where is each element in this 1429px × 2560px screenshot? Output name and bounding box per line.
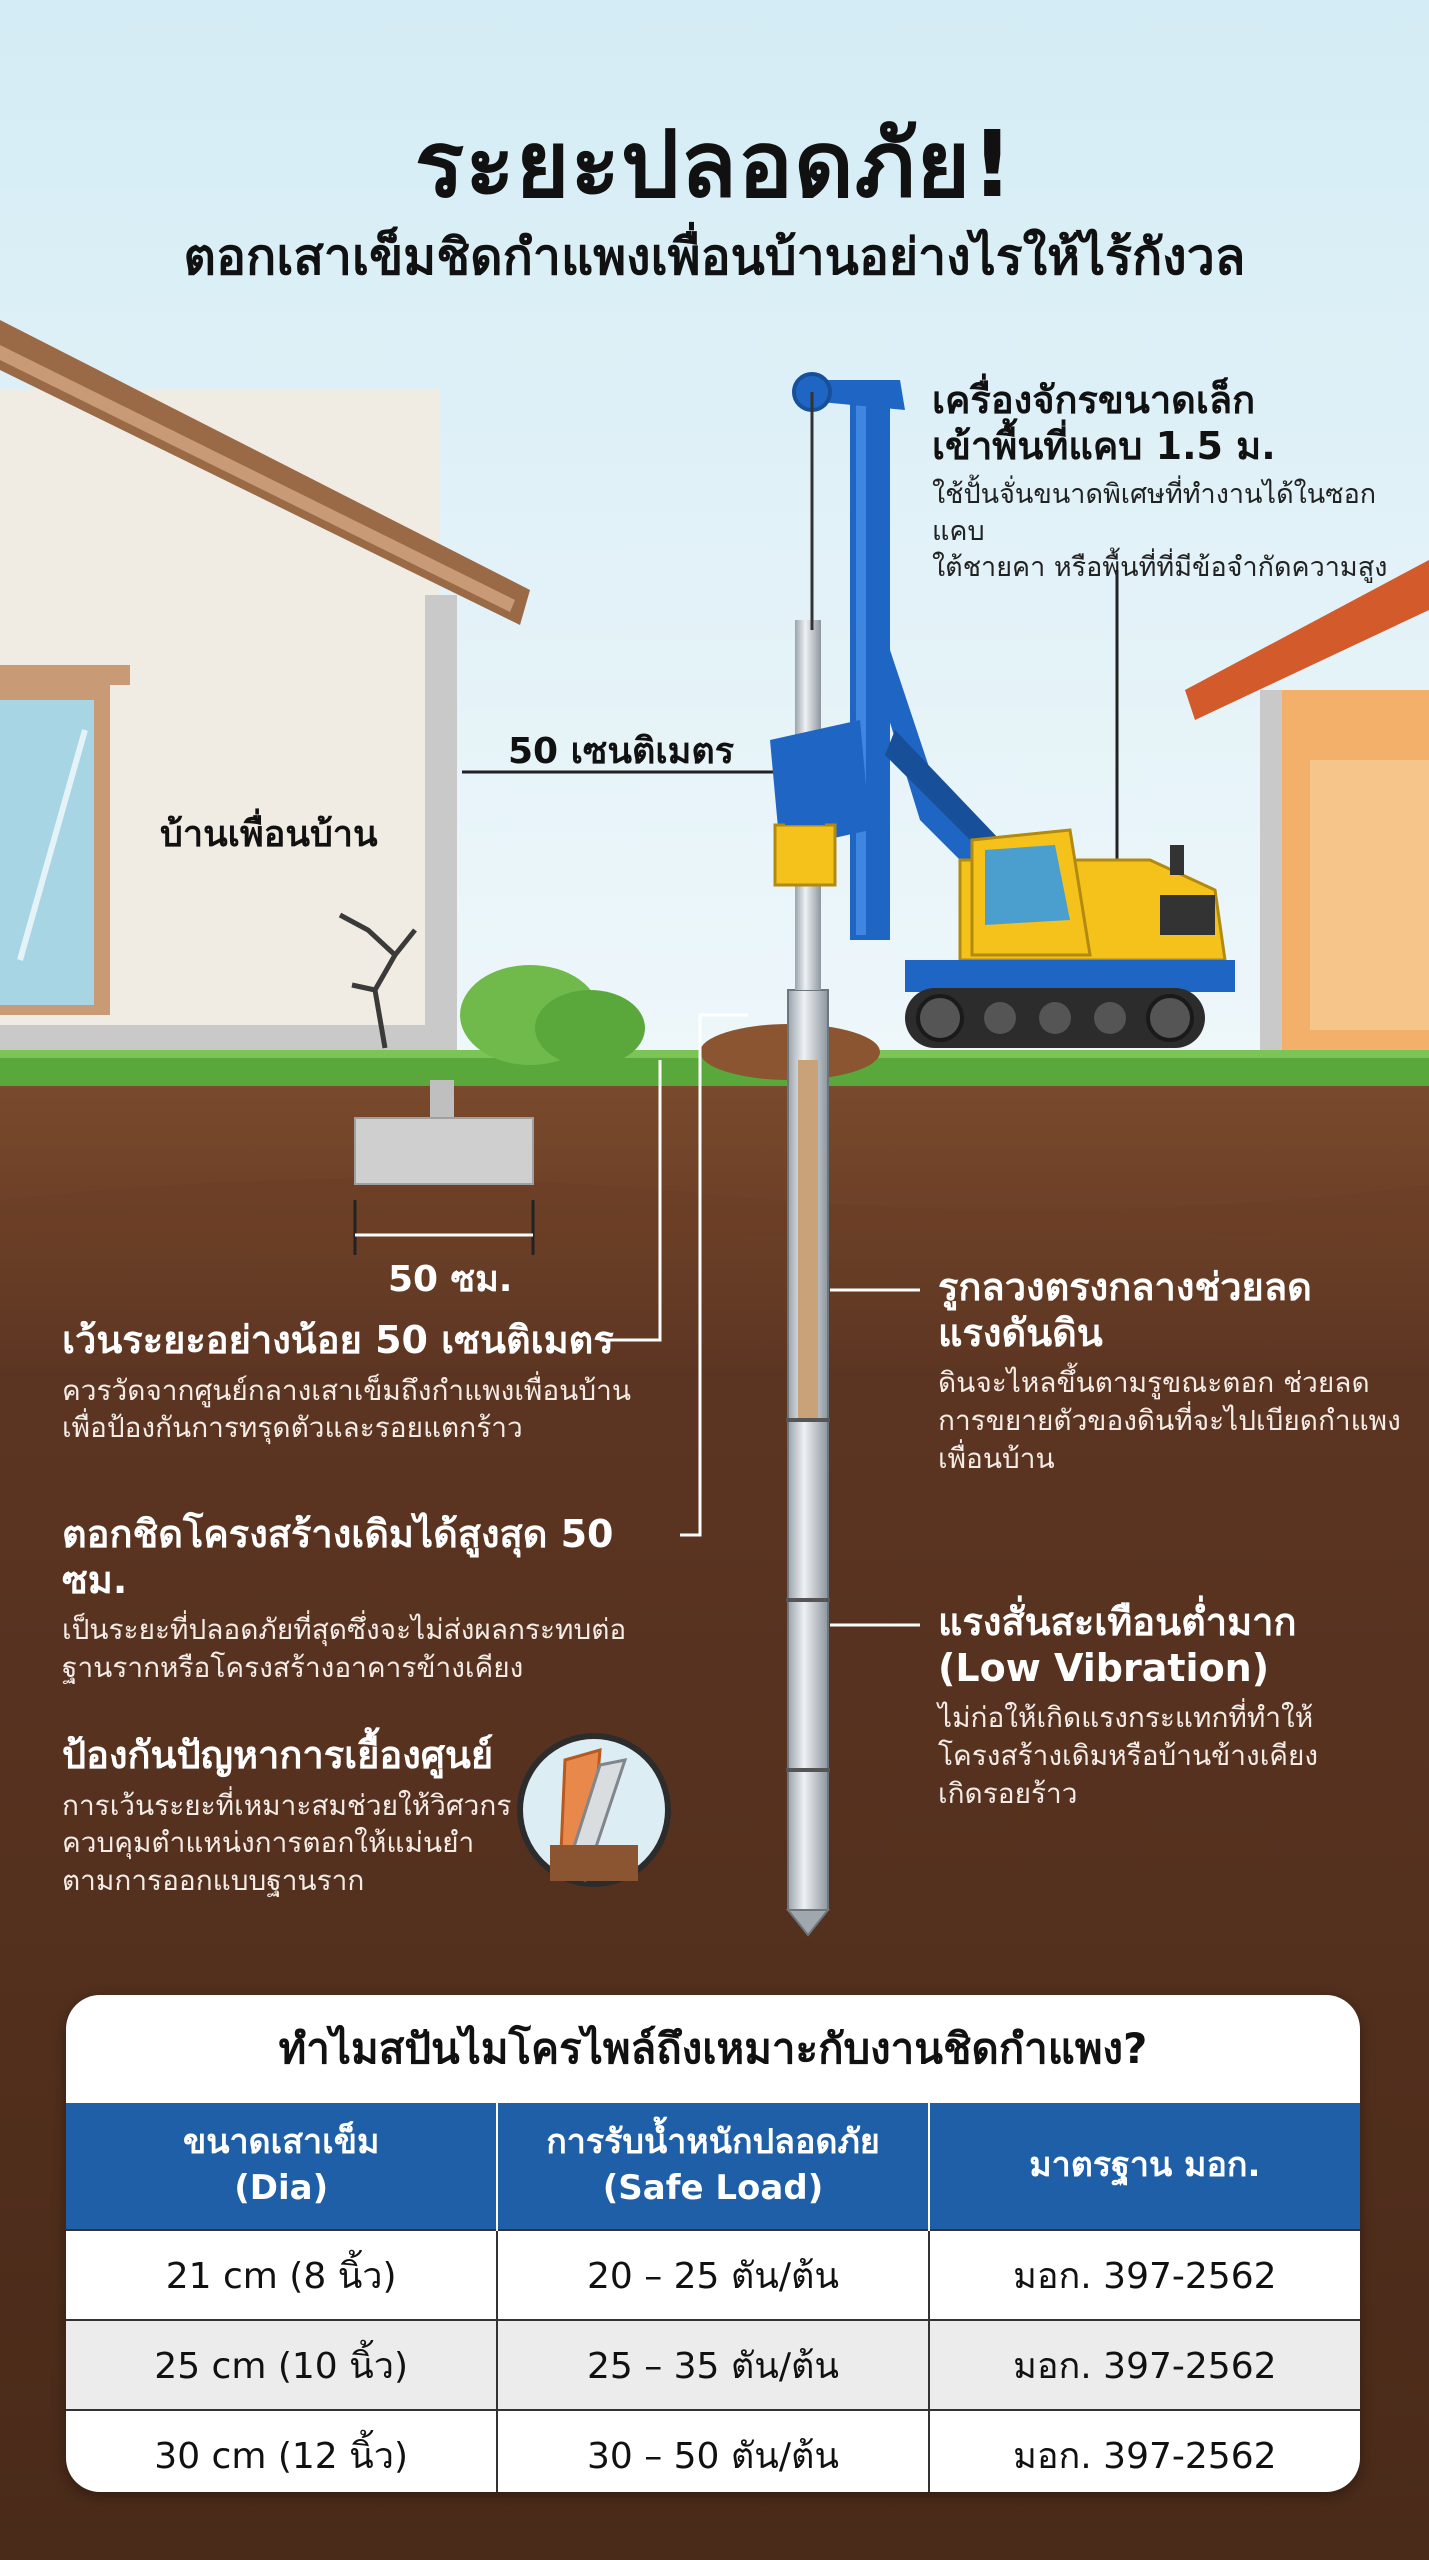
distance-label-bottom: 50 ซม. (388, 1259, 513, 1300)
header-dia-line2: (Dia) (234, 2168, 329, 2208)
table-header-row: ขนาดเสาเข็ม (Dia) การรับน้ำหนักปลอดภัย (… (66, 2103, 1360, 2230)
callout-vibration-desc-1: ไม่ก่อให้เกิดแรงกระแทกที่ทำให้ (938, 1701, 1314, 1735)
cell-safe-load: 25 – 35 ตัน/ต้น (497, 2319, 930, 2410)
callout-eccentric-desc-1: การเว้นระยะที่เหมาะสมช่วยให้วิศวกร (62, 1788, 512, 1822)
pile-shaft (785, 620, 831, 1937)
callout-vibration: แรงสั่นสะเทือนต่ำมาก (Low Vibration) ไม่… (938, 1600, 1408, 1813)
callout-hollow: รูกลวงตรงกลางช่วยลด แรงดันดิน ดินจะไหลขึ… (938, 1265, 1408, 1478)
cell-standard: มอก. 397-2562 (928, 2229, 1360, 2320)
cell-dia: 25 cm (10 นิ้ว) (66, 2319, 499, 2410)
callout-vibration-desc-2: โครงสร้างเดิมหรือบ้านข้างเคียง (938, 1738, 1319, 1772)
spec-table: ขนาดเสาเข็ม (Dia) การรับน้ำหนักปลอดภัย (… (66, 2103, 1360, 2492)
header-safe-load: การรับน้ำหนักปลอดภัย (Safe Load) (497, 2103, 930, 2230)
callout-max-close-heading: ตอกชิดโครงสร้างเดิมได้สูงสุด 50 ซม. (62, 1512, 614, 1602)
machine-desc-1: ใช้ปั้นจั่นขนาดพิเศษที่ทำงานได้ในซอกแคบ (932, 479, 1377, 547)
neighbor-footing (354, 1117, 534, 1185)
header-safe-load-line1: การรับน้ำหนักปลอดภัย (546, 2122, 880, 2163)
machine-desc-2: ใต้ชายคา หรือพื้นที่ที่มีข้อจำกัดความสูง (932, 552, 1388, 584)
piling-rig (770, 372, 1235, 1048)
header-safe-load-line2: (Safe Load) (602, 2168, 824, 2208)
callout-eccentric-desc-3: ตามการออกแบบฐานราก (62, 1864, 365, 1898)
header-standard: มาตรฐาน มอก. (928, 2103, 1360, 2230)
cell-standard: มอก. 397-2562 (928, 2319, 1360, 2410)
table-row: 21 cm (8 นิ้ว) 20 – 25 ตัน/ต้น มอก. 397-… (66, 2229, 1360, 2320)
callout-hollow-desc-2: การขยายตัวของดินที่จะไปเบียดกำแพง (938, 1403, 1401, 1437)
header-standard-line1: มาตรฐาน มอก. (1029, 2145, 1261, 2186)
cell-dia: 21 cm (8 นิ้ว) (66, 2229, 499, 2320)
table-row: 30 cm (12 นิ้ว) 30 – 50 ตัน/ต้น มอก. 397… (66, 2409, 1360, 2492)
wall-crack (338, 912, 417, 1049)
callout-eccentric-desc-2: ควบคุมตำแหน่งการตอกให้แม่นยำ (62, 1826, 475, 1860)
spec-table-caption: ทำไมสปันไมโครไพล์ถึงเหมาะกับงานชิดกำแพง? (278, 2024, 1148, 2073)
eccentric-pile-icon (517, 1733, 671, 1887)
right-house (1185, 560, 1429, 1050)
callout-spacing-desc-1: ควรวัดจากศูนย์กลางเสาเข็มถึงกำแพงเพื่อนบ… (62, 1373, 631, 1407)
dimension-lines (353, 770, 790, 1255)
machine-heading-1: เครื่องจักรขนาดเล็ก (932, 378, 1256, 422)
callout-spacing-heading: เว้นระยะอย่างน้อย 50 เซนติเมตร (62, 1318, 614, 1362)
callout-eccentric-heading: ป้องกันปัญหาการเยื้องศูนย์ (62, 1733, 494, 1777)
distance-label-top: 50 เซนติเมตร (508, 731, 735, 772)
callout-vibration-desc-3: เกิดรอยร้าว (938, 1776, 1078, 1810)
cell-standard: มอก. 397-2562 (928, 2409, 1360, 2492)
machine-callout: เครื่องจักรขนาดเล็ก เข้าพื้นที่แคบ 1.5 ม… (932, 378, 1402, 587)
callout-vibration-heading-2: (Low Vibration) (938, 1645, 1270, 1690)
page-title: ระยะปลอดภัย! (414, 111, 1015, 218)
neighbor-house (0, 320, 645, 1185)
header-dia: ขนาดเสาเข็ม (Dia) (66, 2103, 499, 2230)
callout-hollow-desc-1: ดินจะไหลขึ้นตามรูขณะตอก ช่วยลด (938, 1366, 1370, 1400)
leader-lines (600, 1013, 920, 1627)
cell-safe-load: 20 – 25 ตัน/ต้น (497, 2229, 930, 2320)
callout-eccentric: ป้องกันปัญหาการเยื้องศูนย์ การเว้นระยะที… (62, 1733, 522, 1900)
cell-dia: 30 cm (12 นิ้ว) (66, 2409, 499, 2492)
callout-spacing: เว้นระยะอย่างน้อย 50 เซนติเมตร ควรวัดจาก… (62, 1318, 662, 1447)
callout-max-close: ตอกชิดโครงสร้างเดิมได้สูงสุด 50 ซม. เป็น… (62, 1512, 682, 1687)
callout-max-close-desc-2: ฐานรากหรือโครงสร้างอาคารข้างเคียง (62, 1650, 524, 1684)
machine-heading-2: เข้าพื้นที่แคบ 1.5 ม. (932, 423, 1276, 468)
callout-spacing-desc-2: เพื่อป้องกันการทรุดตัวและรอยแตกร้าว (62, 1411, 523, 1445)
callout-max-close-desc-1: เป็นระยะที่ปลอดภัยที่สุดซึ่งจะไม่ส่งผลกร… (62, 1613, 627, 1647)
neighbor-column (430, 1080, 454, 1120)
page-subtitle: ตอกเสาเข็มชิดกำแพงเพื่อนบ้านอย่างไรให้ไร… (183, 228, 1246, 286)
header-dia-line1: ขนาดเสาเข็ม (182, 2122, 380, 2163)
callout-hollow-desc-3: เพื่อนบ้าน (938, 1441, 1055, 1475)
table-row: 25 cm (10 นิ้ว) 25 – 35 ตัน/ต้น มอก. 397… (66, 2319, 1360, 2410)
spec-table-card: ทำไมสปันไมโครไพล์ถึงเหมาะกับงานชิดกำแพง?… (66, 1995, 1360, 2492)
neighbor-house-label: บ้านเพื่อนบ้าน (160, 814, 378, 855)
cell-safe-load: 30 – 50 ตัน/ต้น (497, 2409, 930, 2492)
callout-vibration-heading-1: แรงสั่นสะเทือนต่ำมาก (938, 1600, 1297, 1644)
callout-hollow-heading-2: แรงดันดิน (938, 1310, 1103, 1355)
callout-hollow-heading-1: รูกลวงตรงกลางช่วยลด (938, 1265, 1312, 1309)
